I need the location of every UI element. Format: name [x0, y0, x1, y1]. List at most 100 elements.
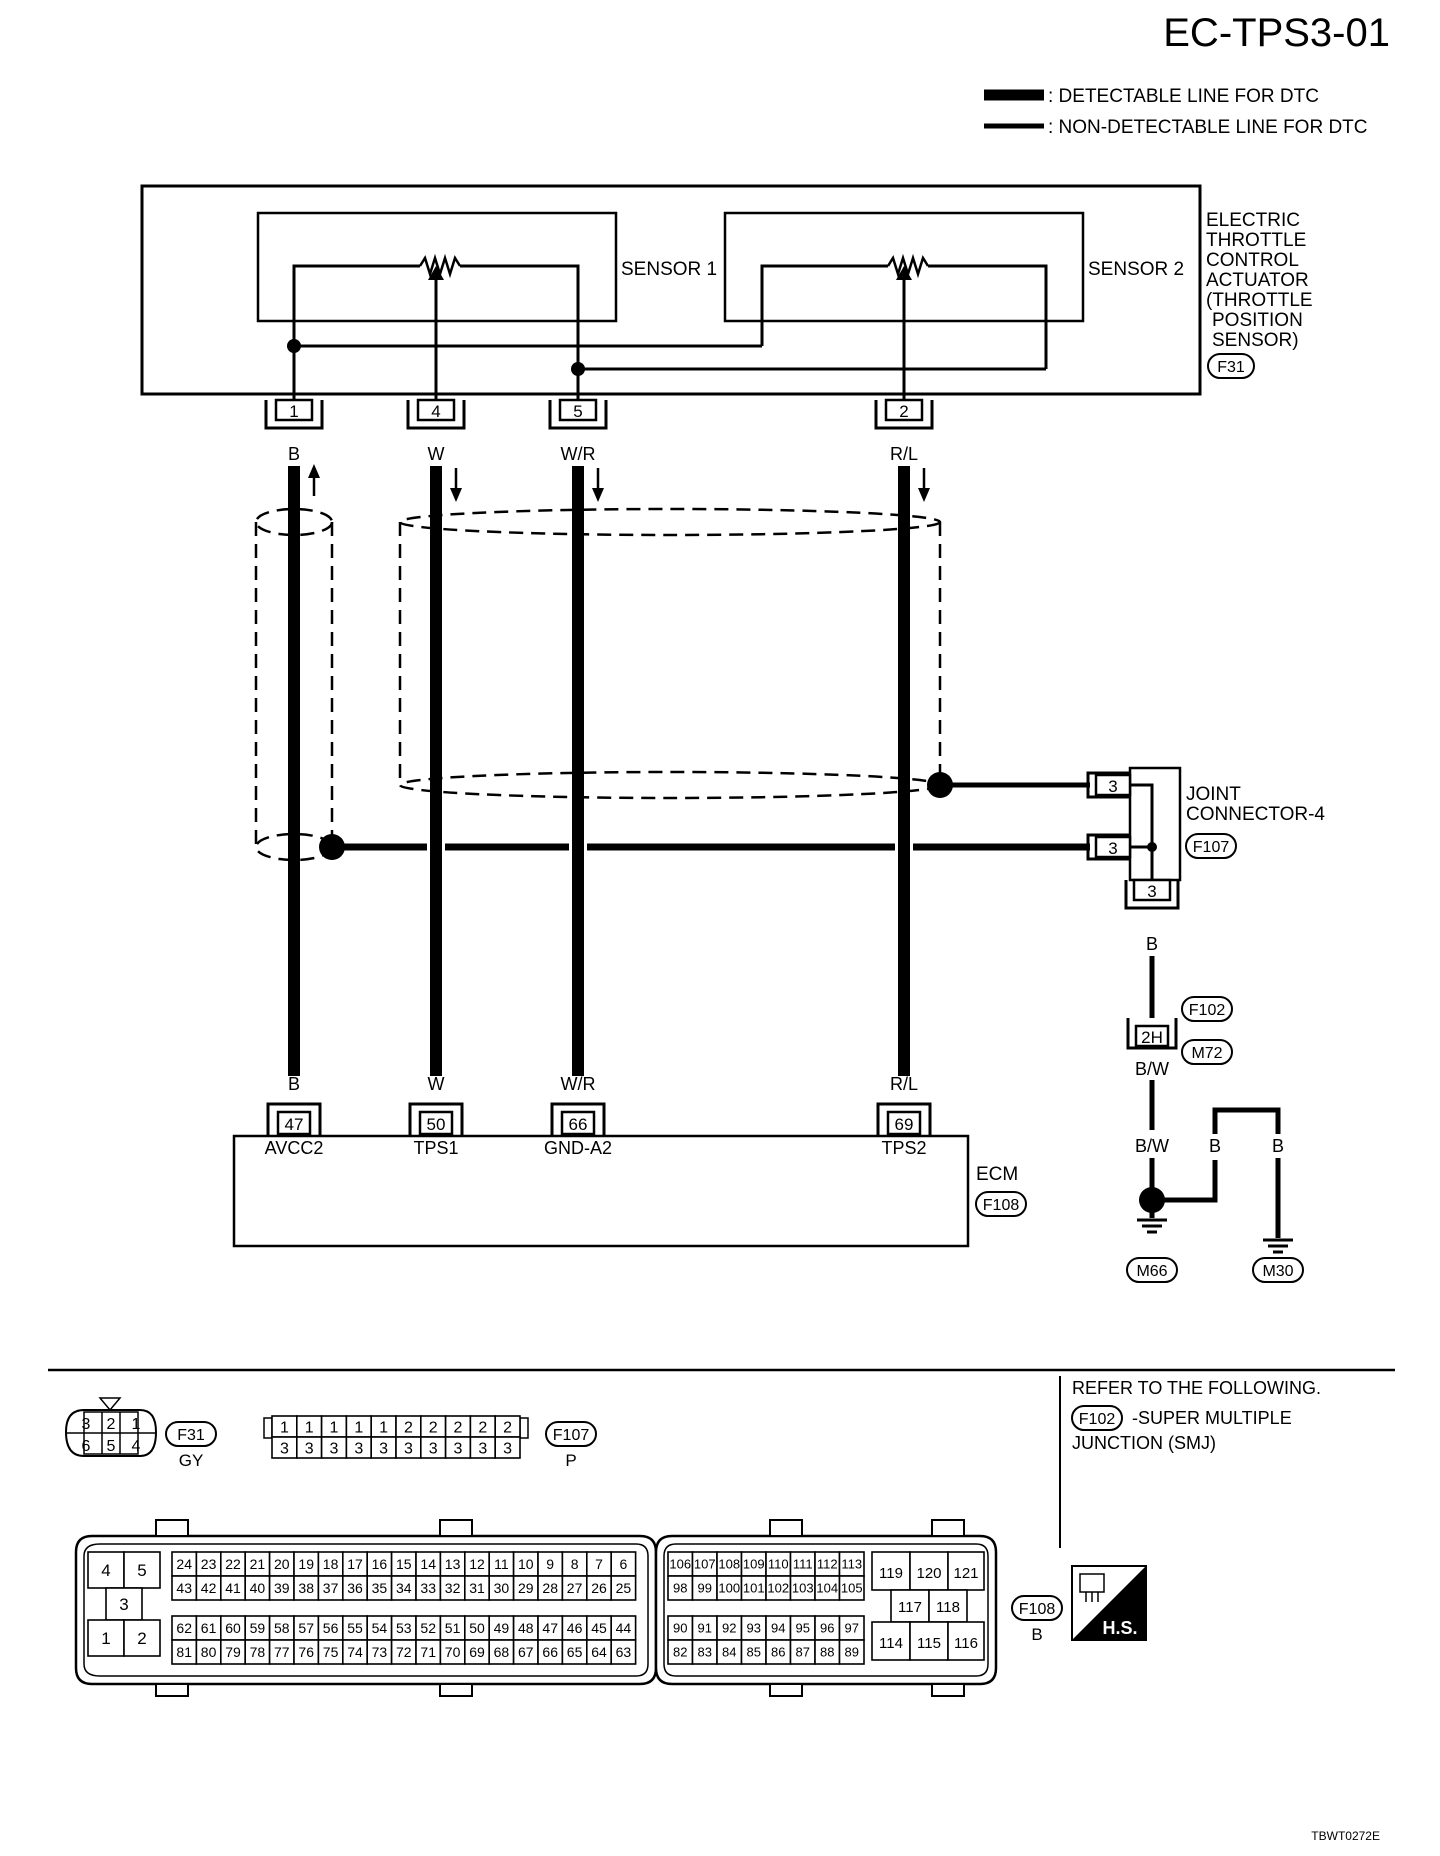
f107-pin-label: 1	[354, 1419, 363, 1436]
actuator-pin-2: 2 R/L	[874, 398, 934, 464]
svg-text:2: 2	[107, 1416, 116, 1433]
svg-text:4: 4	[101, 1561, 110, 1580]
f107-view-name: F107	[553, 1427, 590, 1444]
svg-text:1: 1	[132, 1416, 141, 1433]
svg-text:118: 118	[936, 1599, 960, 1616]
actuator-pin-5: 5 W/R	[548, 398, 608, 464]
ground-right-id: M30	[1262, 1263, 1293, 1280]
ecm-terminal-gnd-a2: GND-A2	[544, 1138, 612, 1158]
arrow-down-icon	[450, 488, 462, 502]
f108-pin	[341, 1551, 368, 1577]
f108-pin	[463, 1615, 490, 1641]
svg-text:115: 115	[917, 1635, 941, 1652]
f108-pin-label: 51	[445, 1620, 461, 1636]
refer-note: REFER TO THE FOLLOWING. F102 -SUPER MULT…	[1071, 1378, 1321, 1453]
f108-pin-label: 31	[469, 1580, 485, 1596]
f108-pin-label: 96	[820, 1621, 834, 1636]
ecm-terminal-tps2: TPS2	[881, 1138, 926, 1158]
f108-pin-label: 36	[347, 1580, 363, 1596]
f108-pin-label: 23	[201, 1556, 217, 1572]
f107-pin-label: 2	[503, 1419, 512, 1436]
svg-text:2: 2	[137, 1629, 146, 1648]
f108-pin-label: 66	[542, 1644, 558, 1660]
f108-pin-label: 58	[274, 1620, 290, 1636]
wire-color-top-5: W/R	[561, 444, 596, 464]
smj-connector-top-badge	[1181, 996, 1233, 1022]
f108-pin-label: 55	[347, 1620, 363, 1636]
joint-connector-label: JOINT CONNECTOR-4	[1186, 784, 1325, 825]
f108-pin-label: 92	[722, 1621, 736, 1636]
f108-pin-label: 83	[698, 1645, 712, 1660]
f108-pin	[366, 1639, 393, 1665]
shield-right	[398, 507, 942, 800]
legend-detectable-text: : DETECTABLE LINE FOR DTC	[1048, 86, 1319, 107]
f108-pin	[716, 1575, 743, 1601]
f108-pin-label: 77	[274, 1644, 290, 1660]
arrow-down-icon	[918, 488, 930, 502]
f108-pin	[610, 1615, 637, 1641]
f107-pin-label: 3	[478, 1440, 487, 1457]
actuator-label: ELECTRIC THROTTLE CONTROL ACTUATOR (THRO…	[1206, 210, 1318, 351]
f108-pin	[610, 1551, 637, 1577]
arrow-down-icon	[592, 488, 604, 502]
f31-view-name: F31	[177, 1427, 205, 1444]
f108-pin-label: 24	[176, 1556, 192, 1572]
f108-pin-label: 61	[201, 1620, 217, 1636]
f108-pin-label: 43	[176, 1580, 192, 1596]
f107-pin-label: 3	[354, 1440, 363, 1457]
connector-view-f31: 3 2 1 6 5 4 F31 GY	[64, 1397, 217, 1470]
sensor2-wire-left	[760, 264, 888, 346]
f108-pin-label: 75	[323, 1644, 339, 1660]
f107-pin-label: 2	[404, 1419, 413, 1436]
svg-text:5: 5	[573, 402, 582, 421]
f108-pin	[244, 1575, 271, 1601]
drain-junction-upper	[927, 772, 953, 798]
f108-pin-label: 74	[347, 1644, 363, 1660]
f107-pin-label: 1	[280, 1419, 289, 1436]
f108-pin-label: 64	[591, 1644, 607, 1660]
f107-pin-label: 3	[330, 1440, 339, 1457]
f108-pin-label: 7	[595, 1556, 603, 1572]
f108-pin-label: 39	[274, 1580, 290, 1596]
f108-pin-label: 47	[542, 1620, 558, 1636]
f108-pin-label: 49	[494, 1620, 510, 1636]
f108-pin-label: 93	[747, 1621, 761, 1636]
f108-pin	[561, 1615, 588, 1641]
f108-pin-label: 105	[841, 1581, 863, 1596]
f108-pin	[488, 1615, 515, 1641]
f108-pin-label: 103	[792, 1581, 814, 1596]
f108-pin-label: 108	[718, 1557, 740, 1572]
svg-text:114: 114	[879, 1635, 903, 1652]
wire-color-ecm-47: B	[288, 1074, 300, 1094]
f108-pin-label: 70	[445, 1644, 461, 1660]
f108-pin-label: 25	[616, 1580, 632, 1596]
f108-pin-label: 73	[372, 1644, 388, 1660]
svg-text:3: 3	[82, 1416, 91, 1433]
ground-color-right: B	[1272, 1136, 1284, 1156]
f108-pin	[740, 1575, 767, 1601]
actuator-box	[140, 184, 1202, 396]
throttle-actuator: SENSOR 1 SENSOR 2 ELECTRIC THROTTLE CONT…	[140, 184, 1318, 400]
f108-view-name: F108	[1019, 1601, 1056, 1618]
f108-pin-label: 91	[698, 1621, 712, 1636]
f108-pin	[838, 1575, 865, 1601]
refer-connector: F102	[1079, 1411, 1116, 1428]
f108-pin-label: 60	[225, 1620, 241, 1636]
f108-pin	[341, 1639, 368, 1665]
ground-icon	[1137, 1218, 1167, 1234]
f108-pin-label: 52	[420, 1620, 436, 1636]
ecm-connector-id: F108	[983, 1197, 1020, 1214]
wire-color-ecm-66: W/R	[561, 1074, 596, 1094]
sensor2-resistor	[886, 253, 930, 279]
f108-pin-label: 9	[546, 1556, 554, 1572]
f108-pin	[390, 1551, 417, 1577]
f108-pin-label: 18	[323, 1556, 339, 1572]
f107-pin-label: 3	[305, 1440, 314, 1457]
f108-pin-label: 62	[176, 1620, 192, 1636]
legend-non-detectable-text: : NON-DETECTABLE LINE FOR DTC	[1048, 117, 1368, 138]
wire-color-ecm-50: W	[428, 1074, 445, 1094]
sensor1-wire-left	[292, 264, 420, 400]
